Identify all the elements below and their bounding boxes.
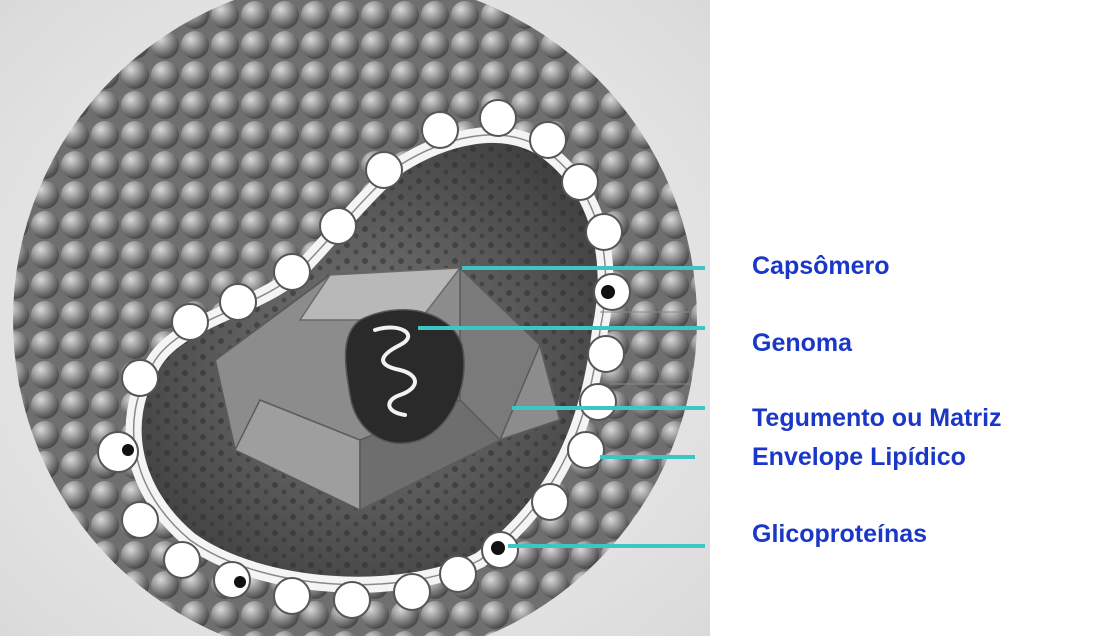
label-glicoproteinas: Glicoproteínas [752, 519, 927, 549]
label-tegumento: Tegumento ou Matriz [752, 403, 1002, 433]
label-capsomero: Capsômero [752, 251, 890, 281]
label-envelope: Envelope Lipídico [752, 442, 966, 472]
label-genoma: Genoma [752, 328, 852, 358]
